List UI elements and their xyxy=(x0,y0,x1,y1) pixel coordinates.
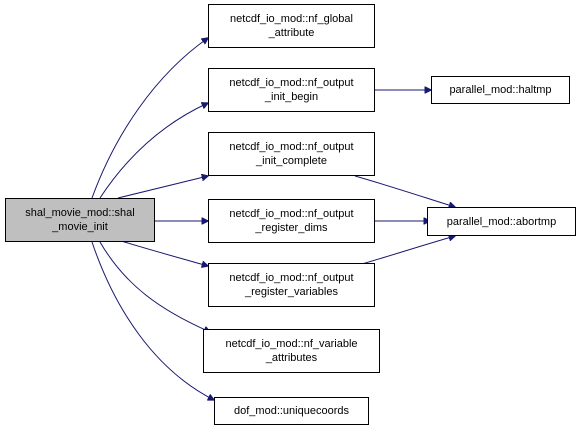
node-nf-output-register-variables-line1: netcdf_io_mod::nf_output xyxy=(229,272,354,284)
node-nf-global-attribute-line1: netcdf_io_mod::nf_global xyxy=(230,13,353,25)
node-parallel-abortmp-label: parallel_mod::abortmp xyxy=(446,215,557,228)
node-nf-output-register-variables-line2: _register_variables xyxy=(245,286,338,298)
node-nf-output-init-begin-line1: netcdf_io_mod::nf_output xyxy=(229,77,354,89)
edge-variables-to-abortmp xyxy=(354,236,455,267)
edge-complete-to-abortmp xyxy=(354,175,455,207)
node-shal-movie-init-line2: _movie_init xyxy=(52,221,108,233)
node-nf-variable-attributes-line2: _attributes xyxy=(265,352,318,364)
node-uniquecoords[interactable]: dof_mod::uniquecoords xyxy=(214,397,369,425)
node-shal-movie-init-line1: shal_movie_mod::shal xyxy=(25,207,135,219)
node-nf-output-init-complete-line2: _init_complete xyxy=(256,155,327,167)
node-nf-variable-attributes[interactable]: netcdf_io_mod::nf_variable _attributes xyxy=(203,329,380,373)
node-parallel-haltmp[interactable]: parallel_mod::haltmp xyxy=(431,76,570,104)
node-nf-output-init-begin-line2: _init_begin xyxy=(264,91,319,103)
edge-root-to-begin xyxy=(99,103,208,199)
node-nf-output-init-begin[interactable]: netcdf_io_mod::nf_output _init_begin xyxy=(208,68,375,112)
edge-root-to-varattr xyxy=(99,241,210,332)
node-nf-output-init-complete[interactable]: netcdf_io_mod::nf_output _init_complete xyxy=(208,132,375,176)
node-nf-output-register-dims[interactable]: netcdf_io_mod::nf_output _register_dims xyxy=(208,199,375,243)
node-uniquecoords-label: dof_mod::uniquecoords xyxy=(234,405,349,417)
edge-root-to-unique xyxy=(91,241,214,400)
node-nf-output-register-dims-line1: netcdf_io_mod::nf_output xyxy=(229,208,354,220)
node-nf-output-init-complete-line1: netcdf_io_mod::nf_output xyxy=(229,141,354,153)
node-parallel-haltmp-label: parallel_mod::haltmp xyxy=(449,84,552,96)
node-nf-output-register-variables[interactable]: netcdf_io_mod::nf_output _register_varia… xyxy=(208,263,375,307)
edge-root-to-complete xyxy=(117,176,208,199)
node-shal-movie-init: shal_movie_mod::shal _movie_init xyxy=(5,198,155,242)
edge-root-to-variables xyxy=(117,239,208,266)
node-nf-output-register-dims-line2: _register_dims xyxy=(255,222,328,234)
node-nf-variable-attributes-line1: netcdf_io_mod::nf_variable xyxy=(225,338,358,350)
node-nf-global-attribute-line2: _attribute xyxy=(268,27,315,39)
node-parallel-abortmp[interactable]: parallel_mod::abortmp xyxy=(427,207,576,236)
node-nf-global-attribute[interactable]: netcdf_io_mod::nf_global _attribute xyxy=(208,4,375,48)
edge-root-to-global xyxy=(91,38,208,199)
